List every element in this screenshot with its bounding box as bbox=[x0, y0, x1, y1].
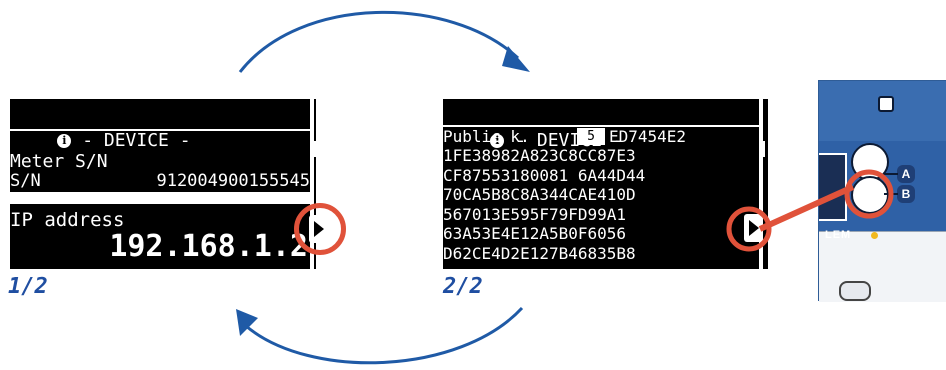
pubkey-line: 70CA5B8C8A344CAE410D bbox=[443, 185, 636, 204]
lower-housing bbox=[819, 231, 946, 302]
ip-address-label: IP address bbox=[10, 209, 125, 231]
title-underline bbox=[10, 129, 310, 131]
screen-header: i - DEVICE - bbox=[14, 99, 191, 151]
sn-row: S/N 912004900155545 bbox=[10, 171, 312, 191]
page-indicator-1: 1/2 bbox=[8, 274, 48, 299]
nav-marker bbox=[763, 141, 765, 157]
sn-value: 912004900155545 bbox=[156, 171, 310, 191]
pubkey-line: 567013E595F79FD99A1 bbox=[443, 204, 627, 224]
device-screen-page-2: i - DEVICE - Public k. 5 ED7454E2 1FE389… bbox=[443, 99, 768, 269]
pubkey-line: 1FE38982A823C8CC87E3 bbox=[443, 146, 636, 165]
title-underline bbox=[443, 125, 763, 127]
screen-title: - DEVICE - bbox=[71, 130, 191, 151]
top-arrow bbox=[238, 10, 520, 73]
callout-line bbox=[758, 184, 855, 232]
pubkey-line: ED7454E2 bbox=[609, 127, 687, 146]
pubkey-line: CF87553180081 6A44D44 bbox=[443, 165, 646, 185]
mount-hole bbox=[878, 96, 894, 112]
badge-a-line bbox=[884, 173, 898, 175]
device-screen-page-1: i - DEVICE - Meter S/N S/N 9120049001555… bbox=[10, 99, 316, 269]
sn-label: S/N bbox=[10, 171, 41, 191]
selection-bar bbox=[10, 192, 310, 204]
connector bbox=[839, 281, 871, 301]
play-icon bbox=[749, 220, 759, 236]
scroll-divider bbox=[759, 99, 763, 269]
status-led bbox=[871, 232, 878, 239]
pubkey-lines: 1FE38982A823C8CC87E3 CF87553180081 6A44D… bbox=[443, 146, 645, 263]
nav-marker bbox=[314, 141, 316, 157]
bottom-arrow bbox=[245, 306, 524, 365]
top-arrowhead bbox=[502, 46, 530, 72]
button-b-badge: B bbox=[897, 185, 915, 203]
meter-sn-label: Meter S/N bbox=[10, 151, 108, 172]
highlight-circle-device bbox=[844, 169, 894, 219]
info-icon: i bbox=[57, 134, 72, 148]
pubkey-line: D62CE4D2E127B46835B8 bbox=[443, 243, 636, 263]
pubkey-label: Public k. bbox=[443, 127, 530, 146]
button-b[interactable] bbox=[851, 176, 889, 214]
page-indicator-2: 2/2 bbox=[443, 274, 483, 299]
pubkey-row: Public k. 5 ED7454E2 bbox=[443, 127, 761, 146]
scroll-divider bbox=[310, 99, 314, 269]
info-icon: i bbox=[490, 134, 505, 148]
pubkey-line: 63A53E4E12A5B0F6056 bbox=[443, 224, 627, 243]
bottom-arrowhead bbox=[236, 309, 258, 336]
meter-device: LEM bbox=[818, 80, 946, 302]
ip-address-value: 192.168.1.2 bbox=[109, 229, 308, 264]
highlight-circle-2 bbox=[726, 206, 772, 252]
pubkey-type-badge: 5 bbox=[577, 128, 605, 145]
highlight-circle-1 bbox=[294, 203, 346, 255]
next-page-button[interactable] bbox=[744, 214, 762, 242]
button-a-badge: A bbox=[897, 165, 915, 183]
brand-logo: LEM bbox=[825, 229, 852, 241]
pubkey-type: 5 bbox=[587, 129, 595, 144]
